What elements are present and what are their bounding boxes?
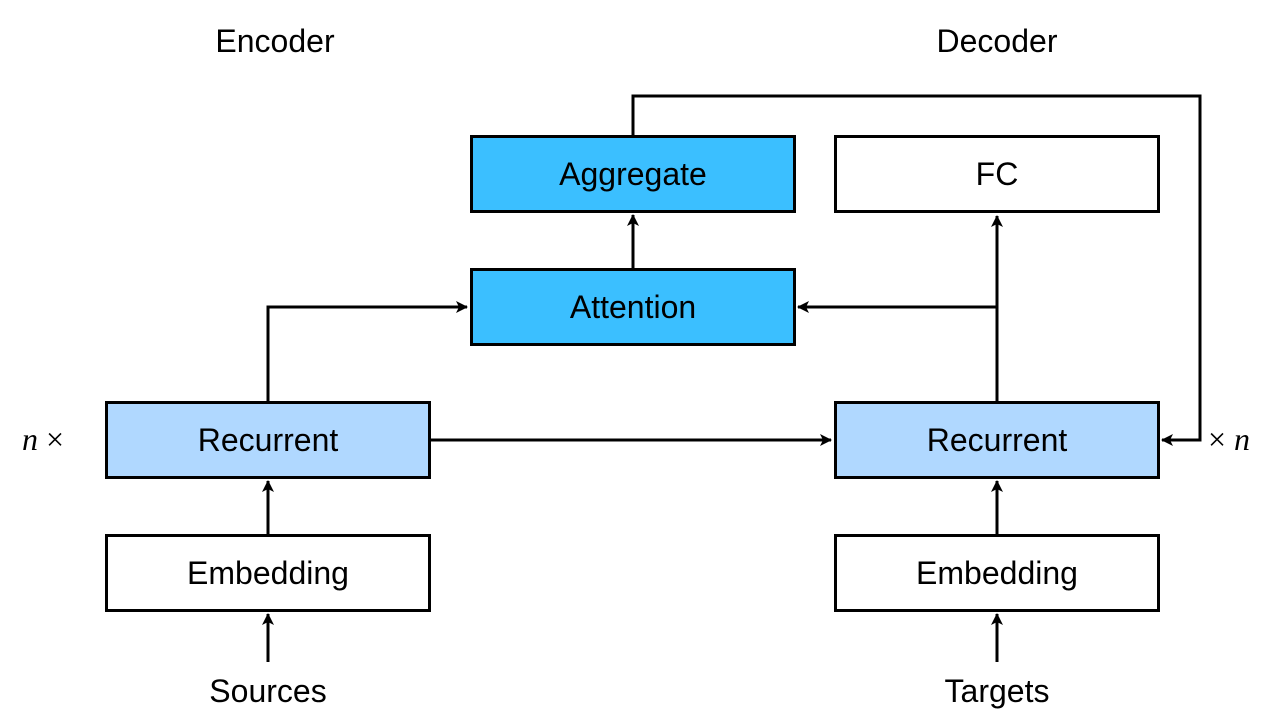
encoder-recurrent-label: Recurrent [198, 422, 339, 458]
encoder-repeat-n: n [22, 421, 38, 457]
encoder-embedding-label: Embedding [187, 555, 349, 591]
encoder-repeat-times: × [38, 421, 64, 457]
encoder-repeat-label: n × [22, 421, 64, 457]
fc-box [834, 135, 1160, 213]
targets-label: Targets [945, 673, 1050, 709]
decoder-embedding-box [834, 534, 1160, 612]
aggregate-box [470, 135, 796, 213]
decoder-embedding-label: Embedding [916, 555, 1078, 591]
decoder-recurrent-label: Recurrent [927, 422, 1068, 458]
decoder-recurrent-box [834, 401, 1160, 479]
attention-label: Attention [570, 289, 696, 325]
decoder-repeat-label: × n [1208, 421, 1250, 457]
encoder-embedding-box [105, 534, 431, 612]
sources-label: Sources [209, 673, 326, 709]
encoder-recurrent-box [105, 401, 431, 479]
aggregate-feedback-to-decoder-arrow [631, 94, 1202, 446]
fc-label: FC [976, 156, 1019, 192]
encoder-recurrent-to-attention-arrow [266, 301, 468, 402]
decoder-repeat-times: × [1208, 421, 1234, 457]
decoder-header: Decoder [937, 23, 1058, 59]
attention-box [470, 268, 796, 346]
decoder-repeat-n: n [1234, 421, 1250, 457]
encoder-header: Encoder [215, 23, 335, 59]
aggregate-label: Aggregate [559, 156, 707, 192]
